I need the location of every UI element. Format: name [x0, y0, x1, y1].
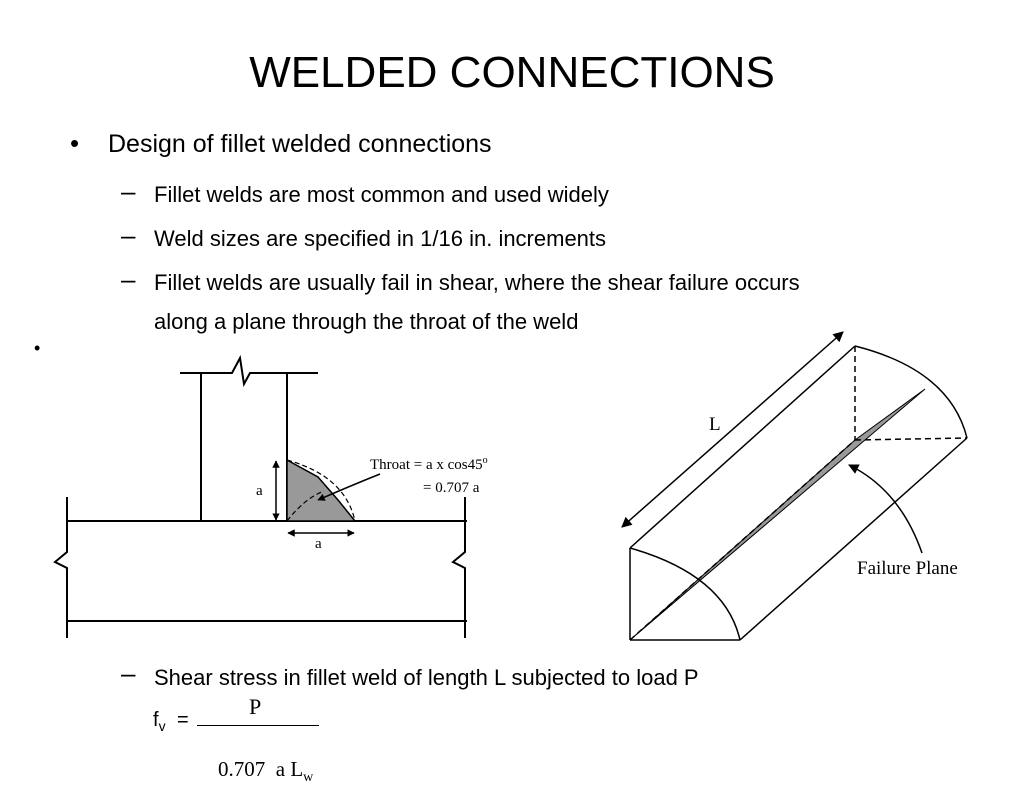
sub-bullet-3: Fillet welds are usually fail in shear, …: [154, 270, 800, 295]
vertical-plate-break-line: [180, 354, 318, 388]
dash-marker: –: [121, 658, 136, 688]
prism-hidden-edge: [629, 439, 856, 641]
weld-prism-figure: [629, 345, 968, 641]
dash-marker: –: [121, 220, 136, 250]
base-plate-left-break: [53, 497, 68, 638]
fillet-weld-shape: [286, 458, 357, 522]
fillet-weld-dashed-profile: [286, 459, 356, 522]
bullet-main-text: Design of fillet welded connections: [108, 130, 492, 158]
base-plate-right-break: [451, 497, 466, 638]
prism-top-edge: [629, 345, 856, 549]
weld-diagrams: a a Throat = a x cos45o = 0.707 a L Fail…: [53, 331, 968, 641]
empty-bullet-dot: •: [34, 338, 41, 358]
length-dimension-arrow: [621, 331, 844, 528]
formula-denominator: 0.707 a Lw: [218, 757, 314, 786]
t-joint-figure: [53, 354, 467, 638]
length-label: L: [709, 414, 721, 435]
sub-bullet-2: Weld sizes are specified in 1/16 in. inc…: [154, 226, 607, 251]
shear-formula: fv = P 0.707 a Lw: [153, 694, 333, 785]
fillet-weld-throat-line: [286, 490, 325, 522]
sub-bullet-3-cont: along a plane through the throat of the …: [154, 309, 579, 334]
sub-bullet-1: Fillet welds are most common and used wi…: [154, 182, 609, 207]
back-face-arc: [854, 345, 968, 439]
bullet-dot: •: [70, 128, 80, 158]
front-face-arc: [629, 547, 741, 641]
leg-label-vertical: a: [256, 483, 263, 499]
throat-label: Throat = a x cos45o: [370, 455, 488, 473]
dash-marker: –: [121, 264, 136, 294]
slide-title: WELDED CONNECTIONS: [249, 48, 775, 97]
prism-bottom-edge: [739, 437, 968, 641]
formula-equals: =: [177, 709, 189, 731]
shear-stress-bullet: Shear stress in fillet weld of length L …: [154, 665, 699, 690]
formula-lhs: fv: [153, 709, 166, 734]
formula-fraction-bar: [197, 725, 319, 726]
back-face-bottom-hidden: [854, 437, 968, 441]
failure-plane-label: Failure Plane: [857, 558, 958, 579]
dash-marker: –: [121, 176, 136, 206]
formula-numerator: P: [249, 694, 262, 719]
failure-plane-leader: [848, 464, 923, 554]
leg-label-horizontal: a: [315, 536, 322, 552]
throat-leader-arrow: [317, 473, 381, 501]
throat-value: = 0.707 a: [423, 480, 480, 496]
